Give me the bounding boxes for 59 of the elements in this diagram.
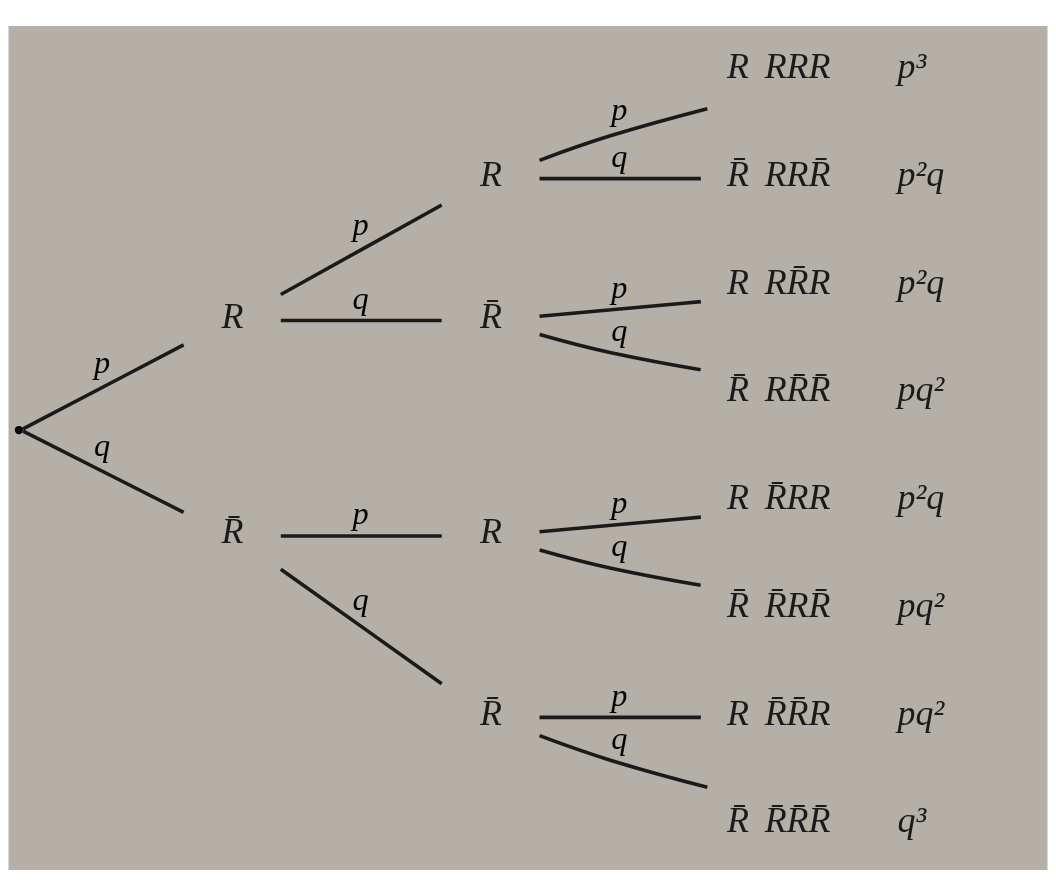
- node-text: R: [726, 692, 749, 733]
- node-text: R̄: [726, 369, 749, 410]
- connector: [539, 515, 702, 534]
- node-label: RR̄R̄: [764, 369, 831, 410]
- node-text: R̄: [221, 511, 244, 552]
- edge-label: p: [93, 344, 111, 381]
- node-label: p²q: [897, 153, 945, 194]
- connector: [538, 734, 708, 790]
- node-label: R̄R̄R̄: [764, 800, 831, 841]
- node-text: R: [726, 46, 749, 87]
- node-label: p²q: [897, 477, 945, 518]
- node-label: pq²: [897, 369, 945, 410]
- node-text: R: [480, 153, 502, 194]
- connector: [538, 106, 708, 162]
- node-label: R̄RR: [764, 477, 831, 518]
- edge-label: q: [611, 527, 628, 564]
- node-label: RRR: [764, 46, 831, 87]
- connector: [539, 176, 701, 181]
- node-text: R: [726, 261, 749, 302]
- edge-label: p: [611, 484, 628, 521]
- node-text: R̄: [726, 800, 749, 841]
- connector: [279, 203, 443, 297]
- node-text: R: [221, 295, 244, 336]
- edge-label: q: [611, 137, 628, 174]
- node-label: p³: [897, 46, 927, 87]
- connector: [539, 715, 701, 720]
- edge-label: p: [611, 91, 628, 128]
- node-label: q³: [897, 800, 927, 841]
- edge-label: q: [611, 311, 628, 348]
- edge-label: p: [611, 268, 628, 305]
- edge-label: q: [352, 279, 369, 316]
- connector: [280, 318, 442, 323]
- node-label: pq²: [897, 692, 945, 733]
- node-text: R̄: [480, 295, 502, 336]
- connector: [539, 548, 701, 588]
- edge-label: p: [352, 495, 369, 532]
- node-text: R̄: [480, 692, 502, 733]
- edge-label: p: [352, 206, 369, 243]
- node-text: R̄: [726, 584, 749, 625]
- node-label: R̄R̄R: [764, 692, 831, 733]
- node-label: R̄RR̄: [764, 584, 831, 625]
- connector: [22, 429, 185, 514]
- node-text: R: [480, 511, 502, 552]
- connector: [279, 567, 443, 686]
- edge-label: p: [611, 676, 628, 713]
- edge-label: q: [352, 581, 369, 618]
- node-text: R̄: [726, 153, 749, 194]
- connector: [280, 534, 442, 538]
- node-label: RR̄R: [764, 261, 831, 302]
- edge-label: q: [93, 426, 111, 463]
- node-label: RRR̄: [764, 153, 831, 194]
- connector: [539, 332, 701, 372]
- node-point: [14, 425, 24, 435]
- edge-label: q: [611, 719, 628, 756]
- node-label: pq²: [897, 584, 945, 625]
- connector: [539, 299, 702, 319]
- connector: [22, 343, 185, 431]
- node-label: p²q: [897, 261, 945, 302]
- node-text: R: [726, 477, 749, 518]
